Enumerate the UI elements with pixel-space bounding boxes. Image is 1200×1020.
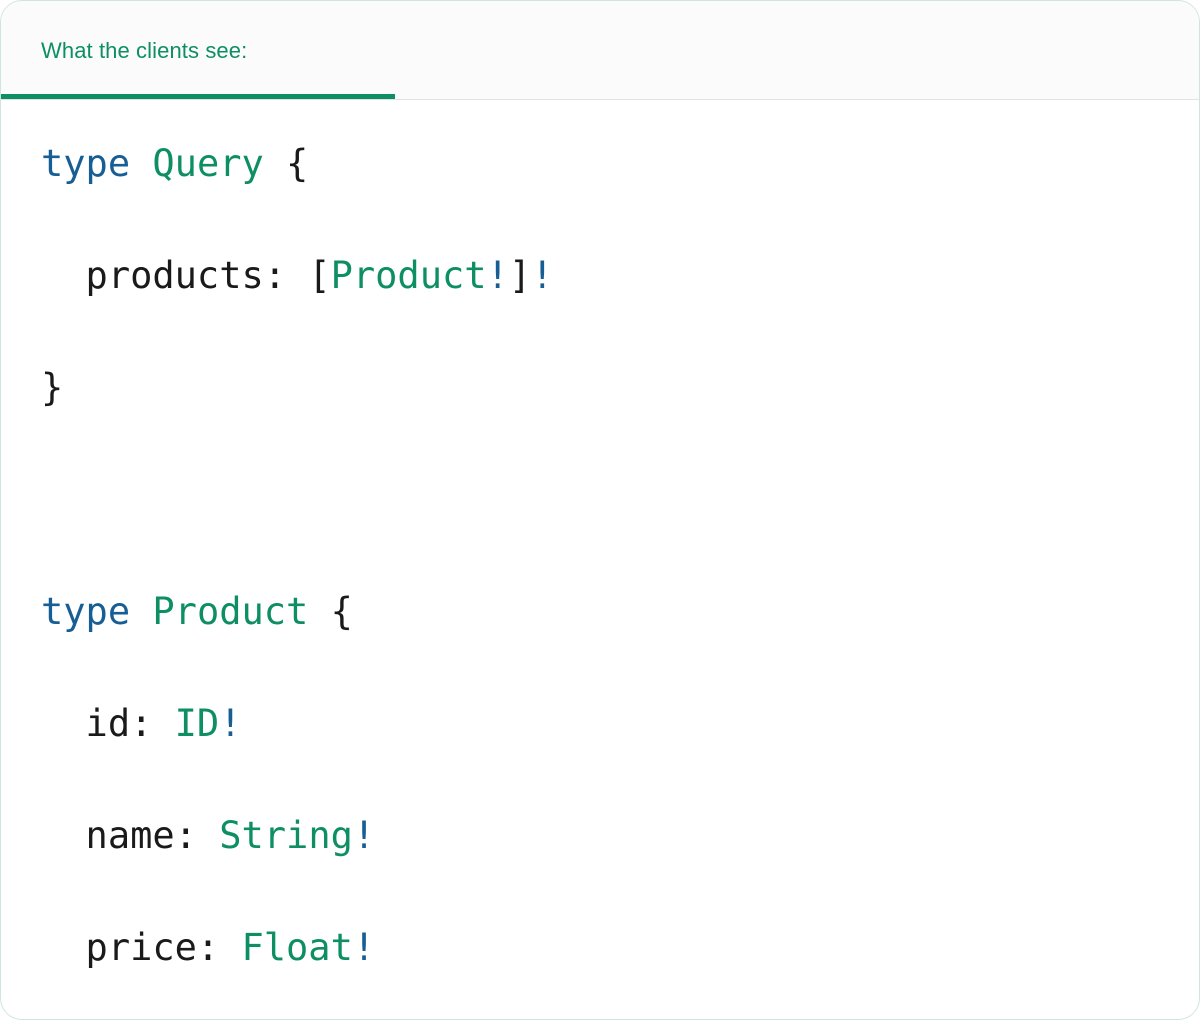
code-token-bang: ! bbox=[352, 926, 376, 969]
code-token-plain: id: bbox=[41, 702, 175, 745]
code-area: type Query { products: [Product!]! } typ… bbox=[1, 100, 1199, 1019]
code-line: } bbox=[41, 360, 1159, 416]
code-token-type: Float bbox=[241, 926, 353, 969]
graphql-schema-code[interactable]: type Query { products: [Product!]! } typ… bbox=[41, 136, 1159, 1019]
code-token-bang: ! bbox=[531, 254, 554, 297]
code-token-punct: ] bbox=[508, 254, 532, 297]
code-line: id: ID! bbox=[41, 696, 1159, 752]
code-token-plain bbox=[130, 142, 152, 185]
code-line bbox=[41, 472, 1159, 528]
code-token-punct: { bbox=[263, 142, 309, 185]
code-token-bang: ! bbox=[486, 254, 509, 297]
code-line: type Product { bbox=[41, 584, 1159, 640]
code-token-plain bbox=[130, 590, 152, 633]
code-token-kw: type bbox=[41, 142, 131, 185]
code-line: products: [Product!]! bbox=[41, 248, 1159, 304]
code-token-bang: ! bbox=[219, 702, 242, 745]
code-token-type: ID bbox=[174, 702, 220, 745]
code-token-punct: [ bbox=[308, 254, 331, 297]
code-token-type: Product bbox=[152, 590, 309, 633]
active-tab-indicator bbox=[1, 94, 395, 99]
code-line: type Query { bbox=[41, 136, 1159, 192]
code-token-punct: { bbox=[308, 590, 353, 633]
code-token-type: Product bbox=[330, 254, 487, 297]
code-token-punct: } bbox=[41, 366, 64, 409]
card-header: What the clients see: bbox=[1, 1, 1199, 100]
code-token-type: Query bbox=[152, 142, 264, 185]
tab-strip: What the clients see: bbox=[1, 1, 289, 100]
code-token-plain: name: bbox=[41, 814, 220, 857]
code-token-plain: price: bbox=[41, 926, 242, 969]
code-token-bang: ! bbox=[352, 814, 376, 857]
code-line: name: String! bbox=[41, 808, 1159, 864]
code-token-type: String bbox=[219, 814, 353, 857]
code-line: price: Float! bbox=[41, 920, 1159, 976]
code-token-plain: products: bbox=[41, 254, 309, 297]
code-token-kw: type bbox=[41, 590, 131, 633]
tab-what-the-clients-see[interactable]: What the clients see: bbox=[1, 1, 289, 100]
